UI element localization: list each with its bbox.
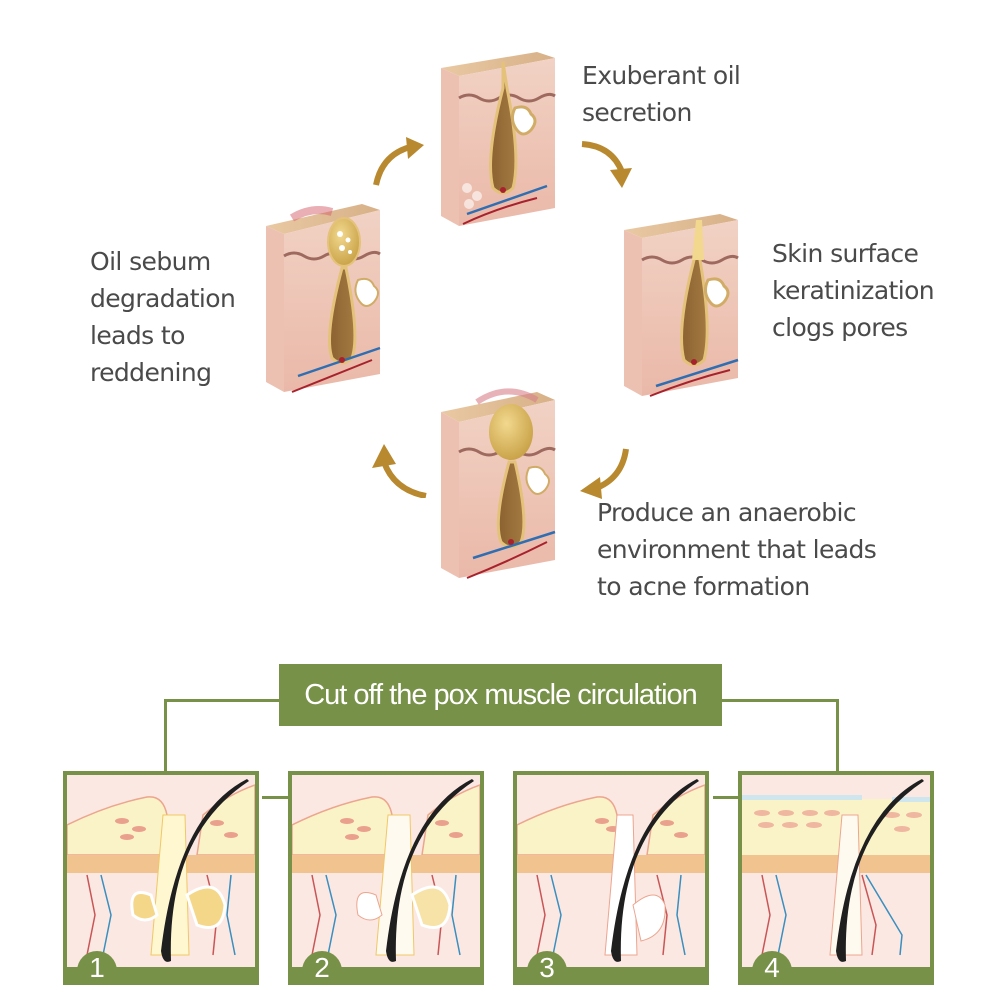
step-label-keratinization: Skin surface keratinization clogs pores — [772, 239, 935, 342]
arrow-up-left-icon — [372, 444, 427, 498]
step-label-anaerobic: Produce an anaerobic environment that le… — [597, 498, 877, 601]
process-title-banner: Cut off the pox muscle circulation — [279, 664, 722, 726]
stage-number-badge: 3 — [527, 951, 567, 981]
stage-panel-3: 3 — [513, 771, 709, 985]
skin-block-anaerobic — [437, 382, 562, 582]
skin-block-oil-secretion — [437, 48, 562, 228]
stage-panel-1: 1 — [63, 771, 259, 985]
arrow-down-right-icon — [581, 141, 632, 188]
step-label-reddening: Oil sebum degradation leads to reddening — [90, 247, 236, 387]
arrow-up-right-icon — [373, 137, 424, 186]
skin-block-reddening — [262, 196, 387, 396]
step-label-exuberant-oil: Exuberant oil secretion — [582, 61, 741, 127]
bracket-line-left — [164, 699, 282, 774]
connector-3-4 — [713, 796, 739, 799]
stage-panel-2: 2 — [288, 771, 484, 985]
bracket-line-right — [722, 699, 839, 774]
skin-block-keratinization — [620, 200, 745, 400]
stage-number-badge: 2 — [302, 951, 342, 981]
stage-number-badge: 1 — [77, 951, 117, 981]
stage-panel-4: 4 — [738, 771, 934, 985]
arrow-down-left-icon — [580, 448, 629, 499]
connector-1-2 — [262, 796, 288, 799]
stage-number-badge: 4 — [752, 951, 792, 981]
